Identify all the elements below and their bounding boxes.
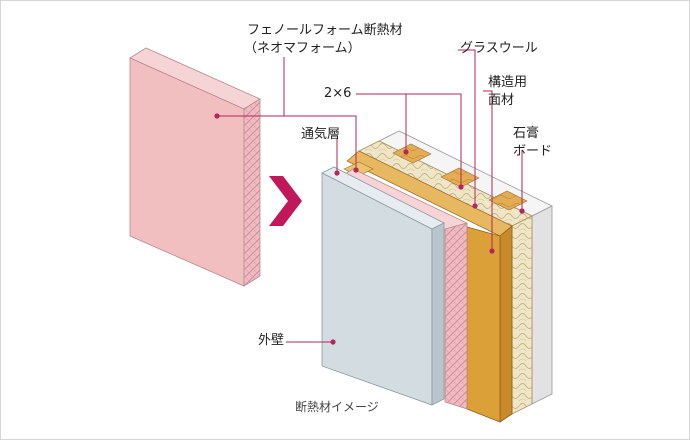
dot-ventilation xyxy=(353,167,359,173)
label-stud-size: 2×6 xyxy=(324,86,352,101)
dot-exterior xyxy=(330,339,336,345)
dot-stud-2 xyxy=(458,184,464,190)
label-glass-wool: グラスウール xyxy=(460,41,538,56)
leader-dots xyxy=(214,113,525,345)
label-gypsum-1: 石膏 xyxy=(513,126,540,141)
wall-assembly xyxy=(321,130,553,423)
dot-structural xyxy=(489,248,495,254)
label-structural-panel-2: 面材 xyxy=(488,93,515,108)
foam-layer-face xyxy=(444,222,468,410)
leader-glass-wool xyxy=(458,49,476,206)
leader-lines xyxy=(217,49,523,343)
label-exterior-wall: 外壁 xyxy=(258,333,285,348)
label-gypsum-2: ボード xyxy=(513,144,553,159)
phenolic-foam-board xyxy=(129,47,261,287)
foam-board-edge xyxy=(243,98,261,287)
stud-top-3 xyxy=(488,190,528,211)
glass-wool-side xyxy=(511,215,533,415)
leader-phenolic-branch xyxy=(284,115,357,170)
label-ventilation-layer: 通気層 xyxy=(301,127,341,142)
direction-arrow xyxy=(269,176,302,226)
label-phenolic-foam-product: （ネオマフォーム） xyxy=(244,41,361,56)
caption: 断熱材イメージ xyxy=(295,400,379,414)
stud-top-2 xyxy=(440,167,480,188)
structural-panel-side xyxy=(499,225,513,423)
dot-phenolic xyxy=(214,113,220,119)
leader-stud xyxy=(356,93,462,187)
label-phenolic-foam: フェノールフォーム断熱材 xyxy=(247,23,403,38)
exterior-edge xyxy=(431,222,445,406)
gypsum-board-side xyxy=(531,205,553,405)
dot-stud xyxy=(403,149,409,155)
dot-ventilation-2 xyxy=(334,170,340,176)
dot-glass-wool xyxy=(472,203,478,209)
dot-gypsum xyxy=(519,208,525,214)
structural-panel-face xyxy=(466,226,501,423)
label-structural-panel-1: 構造用 xyxy=(488,75,528,90)
stud-top-1 xyxy=(392,143,432,164)
leader-structural xyxy=(483,90,493,251)
